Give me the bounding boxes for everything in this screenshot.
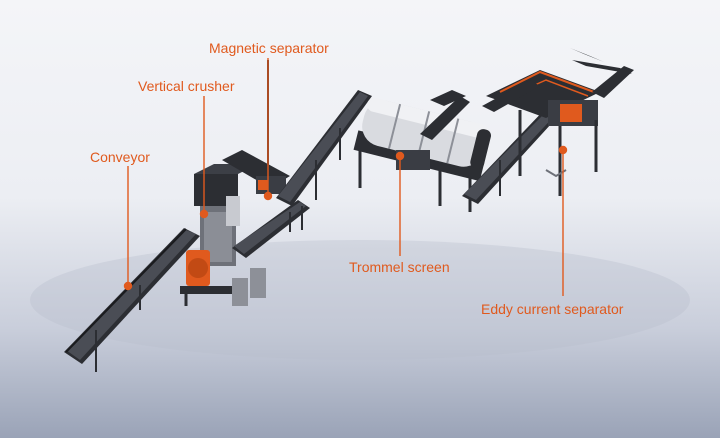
eddy-current-separator-label: Eddy current separator — [481, 301, 624, 317]
callout-leaders — [123, 58, 568, 296]
vertical-crusher-label: Vertical crusher — [138, 78, 235, 94]
conveyor-label: Conveyor — [90, 149, 150, 165]
trommel-screen-label: Trommel screen — [349, 259, 450, 275]
magnetic-separator-label: Magnetic separator — [209, 40, 329, 56]
conveyor-2 — [232, 200, 310, 258]
conveyor-3 — [276, 90, 372, 206]
conveyor-4 — [462, 106, 562, 204]
discharge-conveyor — [420, 96, 470, 140]
conveyor-1 — [64, 228, 200, 372]
eddy-current-separator-machine — [482, 48, 634, 196]
